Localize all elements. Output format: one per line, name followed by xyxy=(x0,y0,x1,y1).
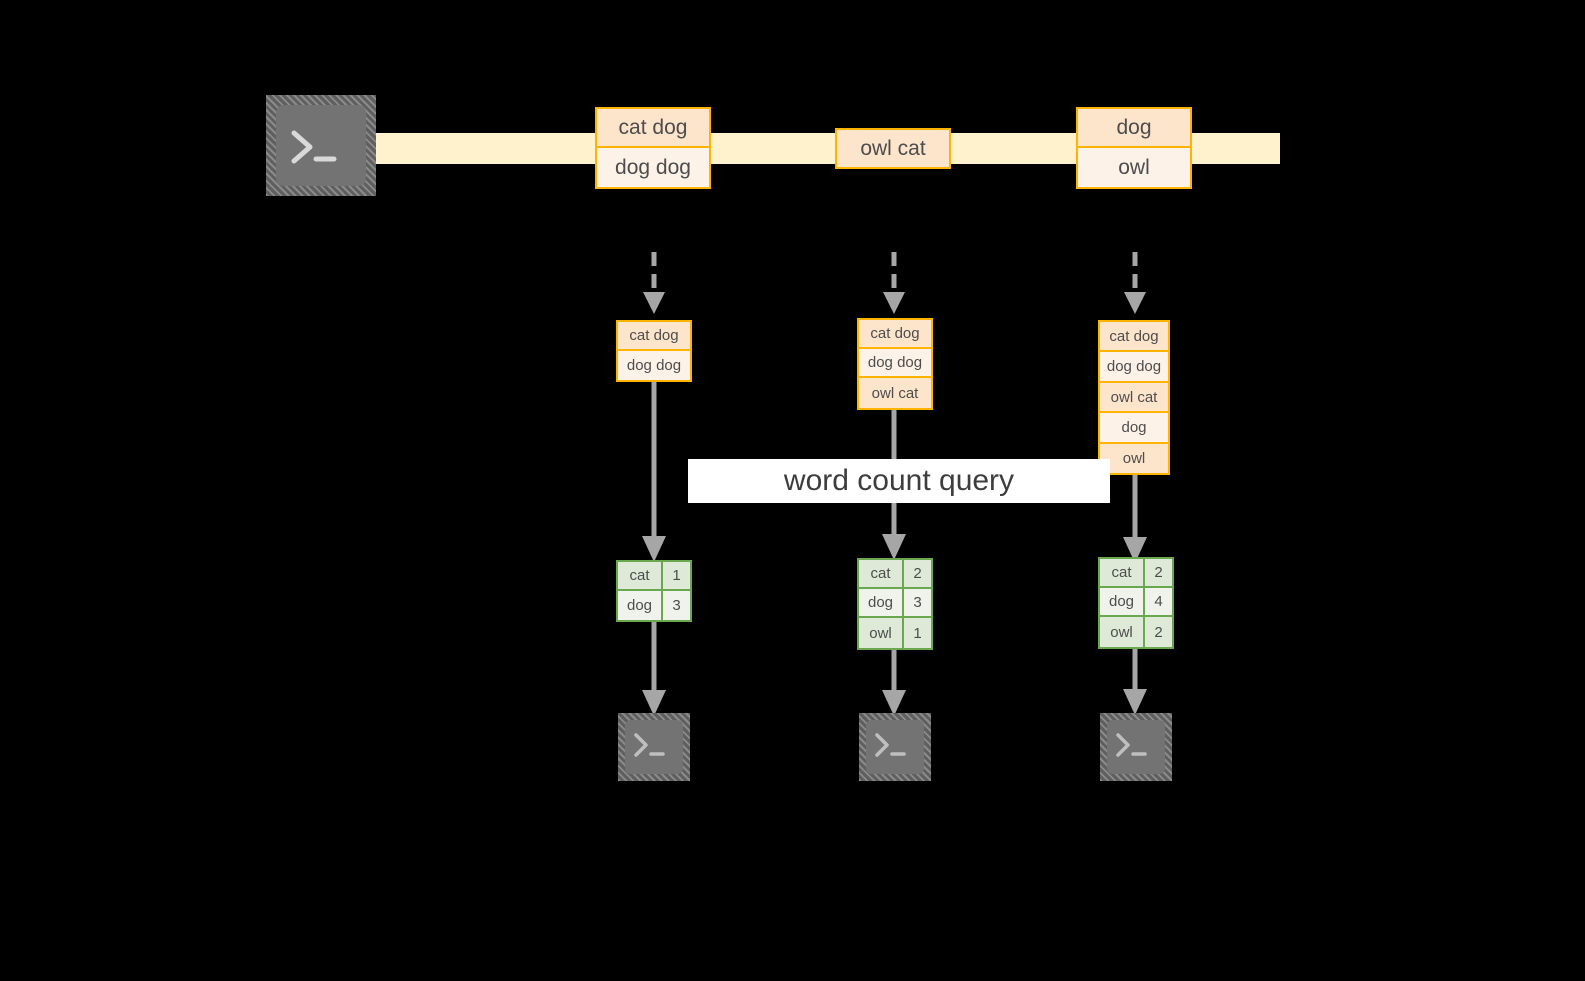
table-cell-word: cat xyxy=(618,562,663,589)
sink-terminal-t3-icon xyxy=(1100,713,1172,781)
snapshot-input-row: dog dog xyxy=(859,349,931,378)
snapshot-input-row: cat dog xyxy=(859,320,931,349)
stream-event-line: dog xyxy=(1078,109,1190,148)
table-cell-count: 2 xyxy=(1145,559,1172,586)
sink-terminal-body xyxy=(866,720,924,774)
table-cell-word: dog xyxy=(1100,588,1145,615)
sink-terminal-t2-icon xyxy=(859,713,931,781)
table-cell-count: 2 xyxy=(904,560,931,587)
dashed-arrow-t1 xyxy=(643,252,665,314)
source-terminal-icon xyxy=(266,95,376,196)
stream-event-line: owl cat xyxy=(837,130,949,167)
table-row: dog 3 xyxy=(618,591,690,620)
sink-terminal-prompt-icon xyxy=(875,733,906,757)
table-cell-word: cat xyxy=(859,560,904,587)
stream-event-e2[interactable]: owl cat xyxy=(835,128,951,169)
stream-event-line: owl xyxy=(1078,148,1190,187)
table-cell-count: 4 xyxy=(1145,588,1172,615)
sink-terminal-prompt-icon xyxy=(634,733,665,757)
snapshot-input-row: cat dog xyxy=(618,322,690,351)
snapshot-input-t2[interactable]: cat dog dog dog owl cat xyxy=(857,318,933,410)
snapshot-input-t1[interactable]: cat dog dog dog xyxy=(616,320,692,382)
stream-event-line: dog dog xyxy=(597,148,709,187)
table-cell-word: owl xyxy=(1100,617,1145,647)
dashed-arrow-t2 xyxy=(883,252,905,314)
sink-terminal-body xyxy=(625,720,683,774)
sink-terminal-t1-icon xyxy=(618,713,690,781)
stream-event-line: cat dog xyxy=(597,109,709,148)
snapshot-input-row: cat dog xyxy=(1100,322,1168,352)
table-row: owl 2 xyxy=(1100,617,1172,647)
table-cell-count: 1 xyxy=(904,618,931,648)
table-cell-word: cat xyxy=(1100,559,1145,586)
snapshot-input-row: dog dog xyxy=(1100,352,1168,383)
result-table-t3[interactable]: cat 2 dog 4 owl 2 xyxy=(1098,557,1174,649)
table-row: dog 3 xyxy=(859,589,931,618)
stream-event-e3[interactable]: dog owl xyxy=(1076,107,1192,189)
snapshot-input-row: dog dog xyxy=(618,351,690,380)
table-cell-count: 3 xyxy=(663,591,690,620)
snapshot-input-row: owl cat xyxy=(859,378,931,408)
sink-arrow-t1 xyxy=(642,622,666,716)
query-label: word count query xyxy=(688,459,1110,503)
snapshot-input-row: owl cat xyxy=(1100,383,1168,413)
result-table-t1[interactable]: cat 1 dog 3 xyxy=(616,560,692,622)
table-cell-word: dog xyxy=(859,589,904,616)
result-table-t2[interactable]: cat 2 dog 3 owl 1 xyxy=(857,558,933,650)
stream-event-e1[interactable]: cat dog dog dog xyxy=(595,107,711,189)
table-cell-word: dog xyxy=(618,591,663,620)
table-cell-count: 1 xyxy=(663,562,690,589)
query-arrow-t1 xyxy=(642,382,666,562)
table-cell-count: 3 xyxy=(904,589,931,616)
dashed-arrow-t3 xyxy=(1124,252,1146,314)
table-row: cat 2 xyxy=(1100,559,1172,588)
query-arrow-t3 xyxy=(1123,475,1147,563)
sink-terminal-body xyxy=(1107,720,1165,774)
table-row: owl 1 xyxy=(859,618,931,648)
source-terminal-prompt-icon xyxy=(291,130,337,164)
sink-arrow-t3 xyxy=(1123,649,1147,715)
table-cell-word: owl xyxy=(859,618,904,648)
table-row: dog 4 xyxy=(1100,588,1172,617)
sink-arrow-t2 xyxy=(882,650,906,716)
table-row: cat 1 xyxy=(618,562,690,591)
sink-terminal-prompt-icon xyxy=(1116,733,1147,757)
table-row: cat 2 xyxy=(859,560,931,589)
snapshot-input-t3[interactable]: cat dog dog dog owl cat dog owl xyxy=(1098,320,1170,475)
snapshot-input-row: dog xyxy=(1100,413,1168,444)
source-terminal-body xyxy=(276,105,366,186)
snapshot-input-row: owl xyxy=(1100,444,1168,473)
table-cell-count: 2 xyxy=(1145,617,1172,647)
